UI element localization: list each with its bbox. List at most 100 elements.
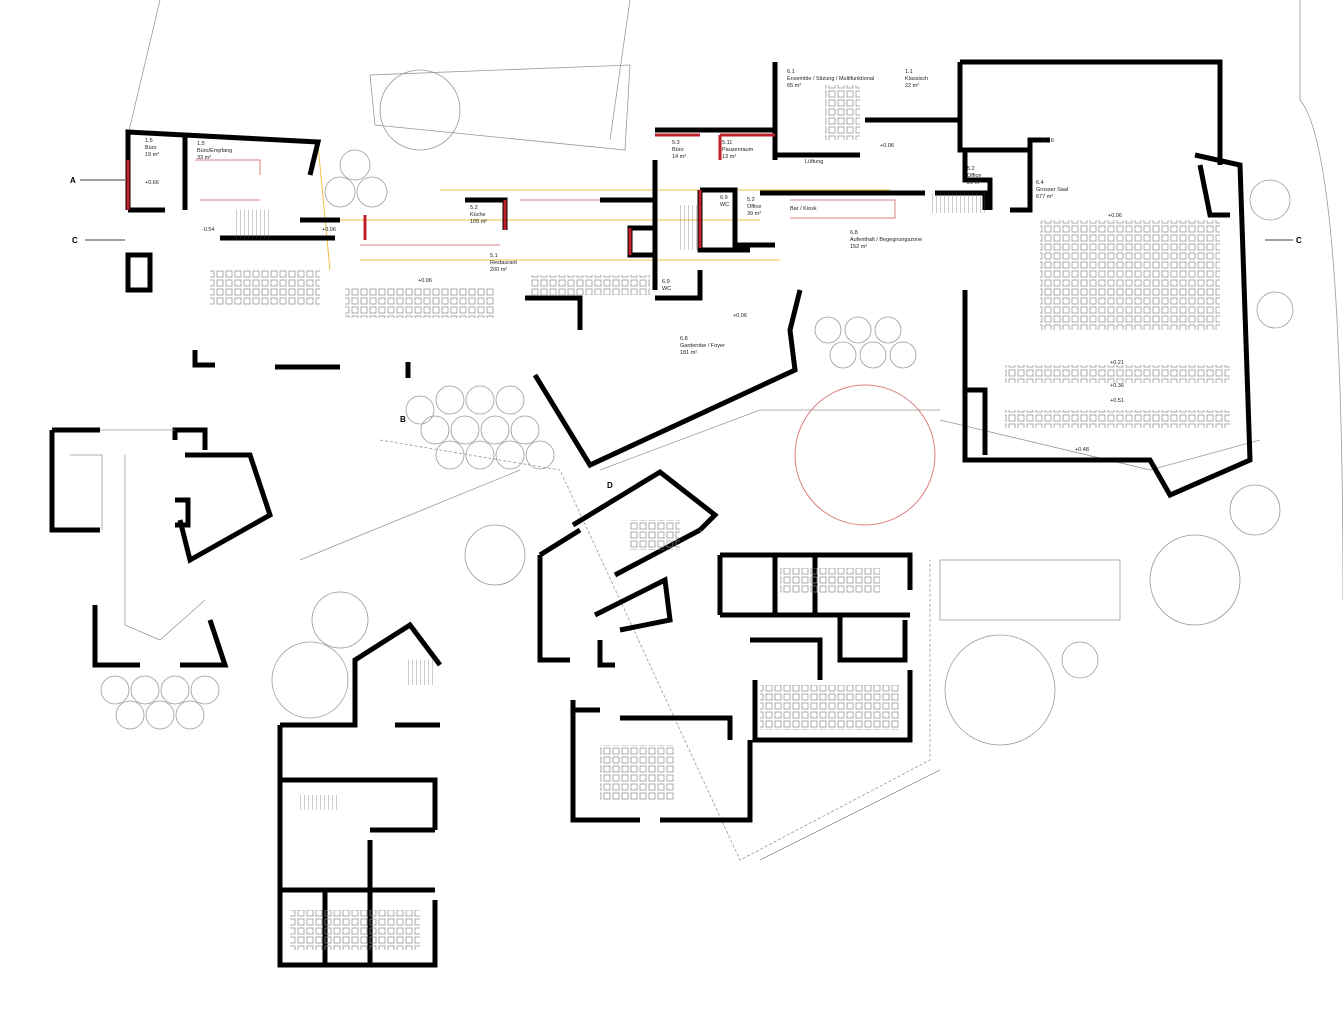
svg-text:1.5: 1.5 — [197, 141, 205, 147]
svg-text:677 m²: 677 m² — [1036, 194, 1053, 200]
level-label: +0.36 — [1110, 383, 1124, 389]
building-south-west — [277, 621, 442, 968]
building-south-center — [537, 468, 913, 823]
svg-text:181 m²: 181 m² — [680, 350, 697, 356]
section-marker-a: A — [70, 176, 76, 185]
hall-seating — [1005, 365, 1230, 383]
svg-text:Klassisch: Klassisch — [905, 76, 928, 82]
svg-text:6.1: 6.1 — [787, 69, 795, 75]
svg-text:5.2: 5.2 — [967, 166, 975, 172]
svg-text:Büro/Empfang: Büro/Empfang — [197, 148, 232, 154]
svg-text:Aufenthalt / Begegnungszone: Aufenthalt / Begegnungszone — [850, 237, 922, 243]
svg-text:6.9: 6.9 — [720, 195, 728, 201]
section-marker-d: D — [607, 481, 613, 490]
svg-text:5.1: 5.1 — [490, 253, 498, 259]
room-label-office-2: 5.2 Office 39 m² — [747, 197, 761, 217]
building-west — [49, 427, 274, 668]
tree-icon — [794, 384, 936, 526]
svg-text:Küche: Küche — [470, 212, 486, 218]
level-label: -0.54 — [202, 227, 215, 233]
svg-text:20 m²: 20 m² — [967, 180, 981, 186]
stair — [680, 205, 700, 250]
room-label-bar: Bar / Kiosk — [790, 206, 817, 212]
room-label-lueftung: Lüftung — [805, 159, 823, 165]
svg-text:Office: Office — [747, 204, 761, 210]
tree-icon — [271, 641, 349, 719]
tree-icon — [1149, 534, 1241, 626]
svg-text:1.5: 1.5 — [145, 138, 153, 144]
site-context — [127, 0, 1343, 861]
hall-seating — [1005, 410, 1230, 428]
level-label: +1.16 — [1040, 138, 1054, 144]
room-label-buero-empfang: 1.5 Büro/Empfang 33 m² — [197, 141, 232, 161]
svg-text:Pausenraum: Pausenraum — [722, 147, 754, 153]
svg-text:Ensemble / Sitzung / Multifunk: Ensemble / Sitzung / Multifunktional — [787, 76, 874, 82]
svg-text:5.2: 5.2 — [747, 197, 755, 203]
section-markers: A C C B D — [70, 176, 1302, 490]
room-label-klassisch: 1.1 Klassisch 22 m² — [905, 69, 928, 89]
level-label: +0.06 — [880, 143, 894, 149]
level-label: +0.48 — [1075, 447, 1089, 453]
level-annotations: +0.66 -0.54 +0.06 +0.06 +0.06 +0.06 +1.1… — [145, 138, 1124, 453]
room-label-wc: 6.9 WC — [720, 195, 729, 208]
svg-text:1.1: 1.1 — [905, 69, 913, 75]
room-label-buero: 1.5 Büro 19 m² — [145, 138, 159, 158]
svg-text:6.8: 6.8 — [850, 230, 858, 236]
ensemble-seating — [825, 85, 860, 140]
svg-text:Büro: Büro — [145, 145, 157, 151]
level-label: +0.51 — [1110, 398, 1124, 404]
svg-text:22 m²: 22 m² — [905, 83, 919, 89]
svg-text:Büro: Büro — [672, 147, 684, 153]
level-label: +0.06 — [322, 227, 336, 233]
svg-text:WC: WC — [662, 286, 671, 292]
room-label-kueche: 5.2 Küche 105 m² — [470, 205, 487, 225]
level-label: +0.06 — [733, 313, 747, 319]
section-marker-b: B — [400, 415, 406, 424]
room-label-aufenthalt: 6.8 Aufenthalt / Begegnungszone 152 m² — [850, 230, 922, 250]
tree-icon — [379, 69, 461, 151]
room-label-wc-2: 6.9 WC — [662, 279, 671, 292]
svg-text:39 m²: 39 m² — [747, 211, 761, 217]
svg-text:Restaurant: Restaurant — [490, 260, 517, 266]
interior-fixtures — [100, 85, 1230, 730]
svg-text:14 m²: 14 m² — [672, 154, 686, 160]
restaurant-tables — [345, 288, 495, 318]
svg-text:200 m²: 200 m² — [490, 267, 507, 273]
svg-text:19 m²: 19 m² — [145, 152, 159, 158]
svg-text:6.8: 6.8 — [680, 336, 688, 342]
room-label-buero-2: 5.3 Büro 14 m² — [672, 140, 686, 160]
level-label: +0.06 — [1108, 213, 1122, 219]
tree-icon — [311, 591, 369, 649]
level-label: +0.06 — [418, 278, 432, 284]
svg-text:65 m²: 65 m² — [787, 83, 801, 89]
room-label-pausenraum: 5.11 Pausenraum 13 m² — [722, 140, 754, 160]
tree-icon — [1249, 179, 1291, 221]
tree-icon — [944, 634, 1056, 746]
svg-text:Garderobe / Foyer: Garderobe / Foyer — [680, 343, 725, 349]
room-label-grosser-saal: 6.4 Grosser Saal 677 m² — [1036, 180, 1068, 200]
svg-text:6.4: 6.4 — [1036, 180, 1044, 186]
svg-text:Office: Office — [967, 173, 981, 179]
svg-text:WC: WC — [720, 202, 729, 208]
stair — [930, 193, 985, 213]
room-label-office: 5.2 Office 20 m² — [967, 166, 981, 186]
room-label-ensemble: 6.1 Ensemble / Sitzung / Multifunktional… — [787, 69, 874, 89]
svg-text:5.11: 5.11 — [722, 140, 732, 146]
section-marker-c: C — [1296, 236, 1302, 245]
hall-seating — [1040, 220, 1220, 330]
tree-icon — [1229, 484, 1281, 536]
parasols — [100, 149, 917, 730]
svg-text:13 m²: 13 m² — [722, 154, 736, 160]
svg-text:152 m²: 152 m² — [850, 244, 867, 250]
section-marker-c: C — [72, 236, 78, 245]
room-label-restaurant: 5.1 Restaurant 200 m² — [490, 253, 517, 273]
svg-text:Grosser Saal: Grosser Saal — [1036, 187, 1068, 193]
svg-text:5.3: 5.3 — [672, 140, 680, 146]
svg-text:6.9: 6.9 — [662, 279, 670, 285]
svg-text:33 m²: 33 m² — [197, 155, 211, 161]
service-lines — [195, 144, 896, 271]
svg-text:5.2: 5.2 — [470, 205, 478, 211]
level-label: +0.66 — [145, 180, 159, 186]
room-labels: 1.5 Büro 19 m² 1.5 Büro/Empfang 33 m² 5.… — [145, 69, 1068, 356]
